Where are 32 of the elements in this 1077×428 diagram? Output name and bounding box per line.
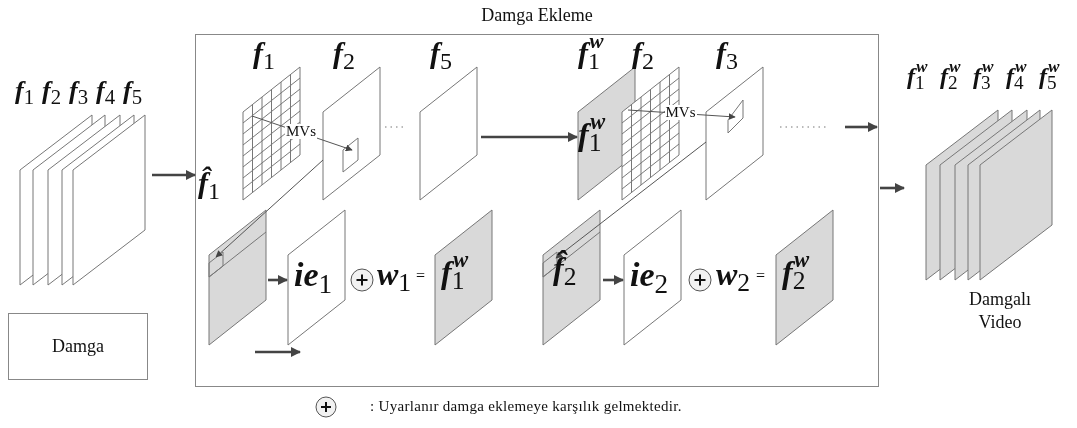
frame-label: f$_{2}$ xyxy=(632,38,654,68)
frame-label: ie$_{2}$ xyxy=(630,258,669,292)
frame-label: f̂$_{2}$ xyxy=(553,252,577,284)
frame-label: f$_{2}$ xyxy=(42,78,62,104)
legend-text: : Uyarlanır damga eklemeye karşılık gelmektedir. xyxy=(370,399,682,414)
formula-term: w$_{1}$ xyxy=(377,258,412,290)
frame-label: f̂$_{1}$ xyxy=(198,168,220,198)
frame-label: f$_{5}$ xyxy=(430,38,452,68)
arrow xyxy=(152,170,196,180)
arrow xyxy=(481,132,578,142)
arrow xyxy=(268,275,288,285)
text-box: Damga xyxy=(8,313,148,380)
frame-label: f$_{3}$ xyxy=(69,78,89,104)
equals-sign: = xyxy=(756,268,766,284)
frame-label: f$_{4}$ xyxy=(96,78,116,104)
arrow xyxy=(215,159,324,258)
arrow xyxy=(555,141,707,259)
formula-term: w$_{2}$ xyxy=(716,258,751,290)
panel-title: Damga Ekleme xyxy=(480,6,594,24)
edge-label: MVs xyxy=(285,124,317,139)
frame-label: f$_{2}$ xyxy=(333,38,355,68)
arrow xyxy=(255,347,301,357)
equals-sign: = xyxy=(416,268,426,284)
arrow xyxy=(845,122,878,132)
arrow xyxy=(603,275,624,285)
caption-text: Damgalı Video xyxy=(968,288,1032,335)
arrow xyxy=(880,183,905,193)
frame-label: f$_{3}$ xyxy=(716,38,738,68)
frame-label: f$_{5}$ xyxy=(123,78,143,104)
frame-label: f$_{1}$ xyxy=(253,38,275,68)
frame-label: f$_{1}$ xyxy=(15,78,35,104)
frame-label: ie$_{1}$ xyxy=(294,258,333,292)
